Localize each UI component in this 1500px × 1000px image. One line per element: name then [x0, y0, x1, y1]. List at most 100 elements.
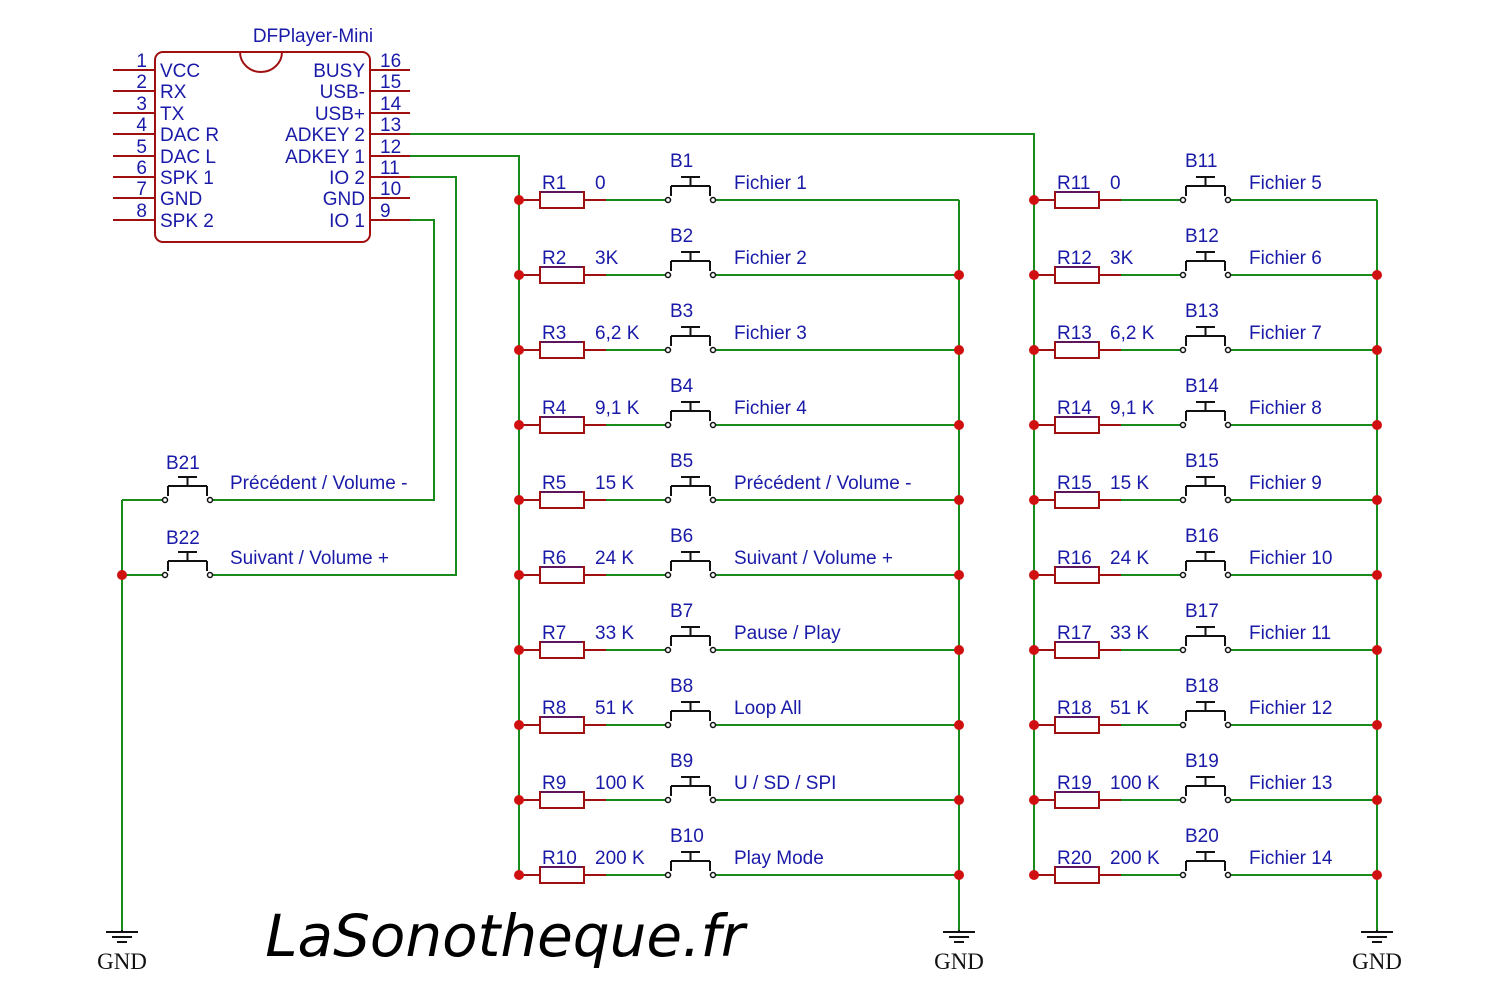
button-label: B3 — [670, 301, 693, 322]
push-button-symbol — [664, 701, 717, 729]
pin-label: RX — [160, 82, 187, 103]
resistor-value: 200 K — [1110, 848, 1160, 869]
button-label: B10 — [670, 826, 704, 847]
button-label: B16 — [1185, 526, 1219, 547]
resistor-symbol — [1054, 416, 1100, 434]
pin-number: 12 — [380, 137, 401, 158]
button-label: B17 — [1185, 601, 1219, 622]
button-terminal — [1224, 721, 1232, 729]
junction-dot — [1372, 495, 1382, 505]
pin-number: 13 — [380, 115, 401, 136]
resistor-label: R19 — [1057, 773, 1092, 794]
button-terminal — [1224, 196, 1232, 204]
button-terminal — [1224, 871, 1232, 879]
button-function-label: Fichier 10 — [1249, 548, 1332, 569]
button-terminal — [1179, 646, 1187, 654]
resistor-symbol — [539, 416, 585, 434]
button-function-label: Fichier 3 — [734, 323, 807, 344]
junction-dot — [954, 645, 964, 655]
module-name: DFPlayer-Mini — [253, 26, 373, 47]
pin-label: DAC R — [160, 125, 219, 146]
button-function-label: Fichier 4 — [734, 398, 807, 419]
junction-dot — [1029, 270, 1039, 280]
resistor-symbol — [539, 266, 585, 284]
button-terminal — [161, 571, 169, 579]
resistor-symbol — [539, 566, 585, 584]
junction-dot — [1372, 345, 1382, 355]
button-function-label: Fichier 1 — [734, 173, 807, 194]
resistor-label: R12 — [1057, 248, 1092, 269]
button-function-label: Fichier 12 — [1249, 698, 1332, 719]
pin-label: GND — [323, 189, 365, 210]
junction-dot — [954, 270, 964, 280]
junction-dot — [1372, 570, 1382, 580]
junction-dot — [1029, 195, 1039, 205]
junction-dot — [514, 195, 524, 205]
push-button-symbol — [161, 476, 214, 504]
button-terminal — [1179, 721, 1187, 729]
pin-label: DAC L — [160, 147, 216, 168]
button-function-label: Précédent / Volume - — [734, 473, 911, 494]
button-terminal — [1224, 571, 1232, 579]
pin-number: 4 — [136, 115, 147, 136]
junction-dot — [954, 570, 964, 580]
button-terminal — [709, 646, 717, 654]
resistor-symbol — [1054, 566, 1100, 584]
resistor-label: R9 — [542, 773, 566, 794]
button-terminal — [664, 796, 672, 804]
module-notch — [239, 51, 283, 73]
pin-label: TX — [160, 104, 185, 125]
push-button-symbol — [664, 476, 717, 504]
resistor-symbol — [1054, 341, 1100, 359]
resistor-label: R18 — [1057, 698, 1092, 719]
button-terminal — [1224, 271, 1232, 279]
resistor-symbol — [539, 866, 585, 884]
junction-dot — [1029, 345, 1039, 355]
pin-label: USB+ — [315, 104, 365, 125]
junction-dot — [514, 570, 524, 580]
pin-number: 14 — [380, 94, 402, 115]
junction-dot — [1372, 795, 1382, 805]
push-button-symbol — [1179, 176, 1232, 204]
push-button-symbol — [664, 626, 717, 654]
resistor-value: 3K — [1110, 248, 1134, 269]
button-label: B6 — [670, 526, 693, 547]
button-label: B18 — [1185, 676, 1219, 697]
junction-dot — [514, 420, 524, 430]
resistor-symbol — [539, 341, 585, 359]
io2-wire — [229, 176, 457, 576]
resistor-value: 24 K — [1110, 548, 1149, 569]
resistor-label: R10 — [542, 848, 577, 869]
ground-label: GND — [934, 949, 984, 974]
push-button-symbol — [664, 851, 717, 879]
button-function-label: Fichier 7 — [1249, 323, 1322, 344]
junction-dot — [1372, 645, 1382, 655]
push-button-symbol — [1179, 626, 1232, 654]
resistor-label: R16 — [1057, 548, 1092, 569]
junction-dot — [514, 495, 524, 505]
resistor-label: R7 — [542, 623, 566, 644]
junction-dot — [1029, 570, 1039, 580]
resistor-value: 24 K — [595, 548, 634, 569]
resistor-label: R2 — [542, 248, 566, 269]
push-button-symbol — [1179, 401, 1232, 429]
pin-label: VCC — [160, 61, 200, 82]
resistor-value: 9,1 K — [595, 398, 640, 419]
button-function-label: Fichier 8 — [1249, 398, 1322, 419]
resistor-symbol — [1054, 641, 1100, 659]
button-terminal — [709, 421, 717, 429]
button-terminal — [709, 496, 717, 504]
resistor-value: 51 K — [595, 698, 634, 719]
pin-number: 2 — [136, 72, 147, 93]
button-function-label: Suivant / Volume + — [230, 548, 389, 569]
pin-number: 10 — [380, 179, 401, 200]
junction-dot — [1372, 420, 1382, 430]
button-function-label: Fichier 5 — [1249, 173, 1322, 194]
button-label: B4 — [670, 376, 694, 397]
junction-dot — [1029, 645, 1039, 655]
pin-label: ADKEY 1 — [285, 147, 365, 168]
button-terminal — [709, 271, 717, 279]
button-function-label: Fichier 11 — [1249, 623, 1331, 644]
pin-label: BUSY — [313, 61, 365, 82]
resistor-value: 33 K — [1110, 623, 1149, 644]
